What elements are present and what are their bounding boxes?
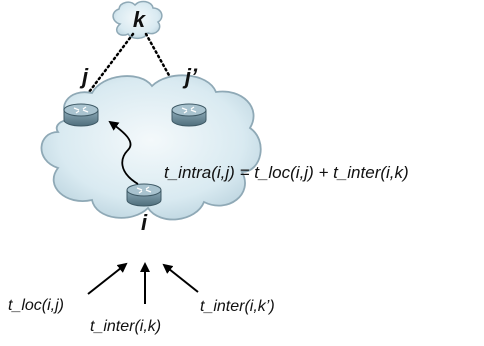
router-j: j bbox=[63, 64, 99, 127]
input-arrows bbox=[87, 262, 199, 304]
label-t-loc: t_loc(i,j) bbox=[8, 297, 64, 314]
router-icon bbox=[63, 103, 99, 127]
router-i: i bbox=[126, 183, 162, 235]
router-icon bbox=[171, 103, 207, 127]
intra-formula: t_intra(i,j) = t_loc(i,j) + t_inter(i,k) bbox=[164, 163, 409, 182]
cloud-icon bbox=[112, 0, 163, 40]
intra-path-arrow bbox=[108, 120, 139, 185]
node-label-jprime: j’ bbox=[182, 64, 198, 89]
label-t-inter-kprime: t_inter(i,k’) bbox=[200, 298, 275, 315]
router-icon bbox=[126, 183, 162, 207]
node-label-j: j bbox=[79, 64, 89, 89]
label-t-inter-k: t_inter(i,k) bbox=[90, 318, 161, 335]
arrow-loc bbox=[87, 262, 128, 295]
router-jprime: j’ bbox=[171, 64, 207, 127]
link-k-j bbox=[78, 32, 135, 106]
node-label-i: i bbox=[141, 210, 148, 235]
cloud-k: k bbox=[112, 0, 163, 40]
arrow-inter-kprime bbox=[162, 263, 199, 293]
node-label-k: k bbox=[133, 7, 147, 32]
